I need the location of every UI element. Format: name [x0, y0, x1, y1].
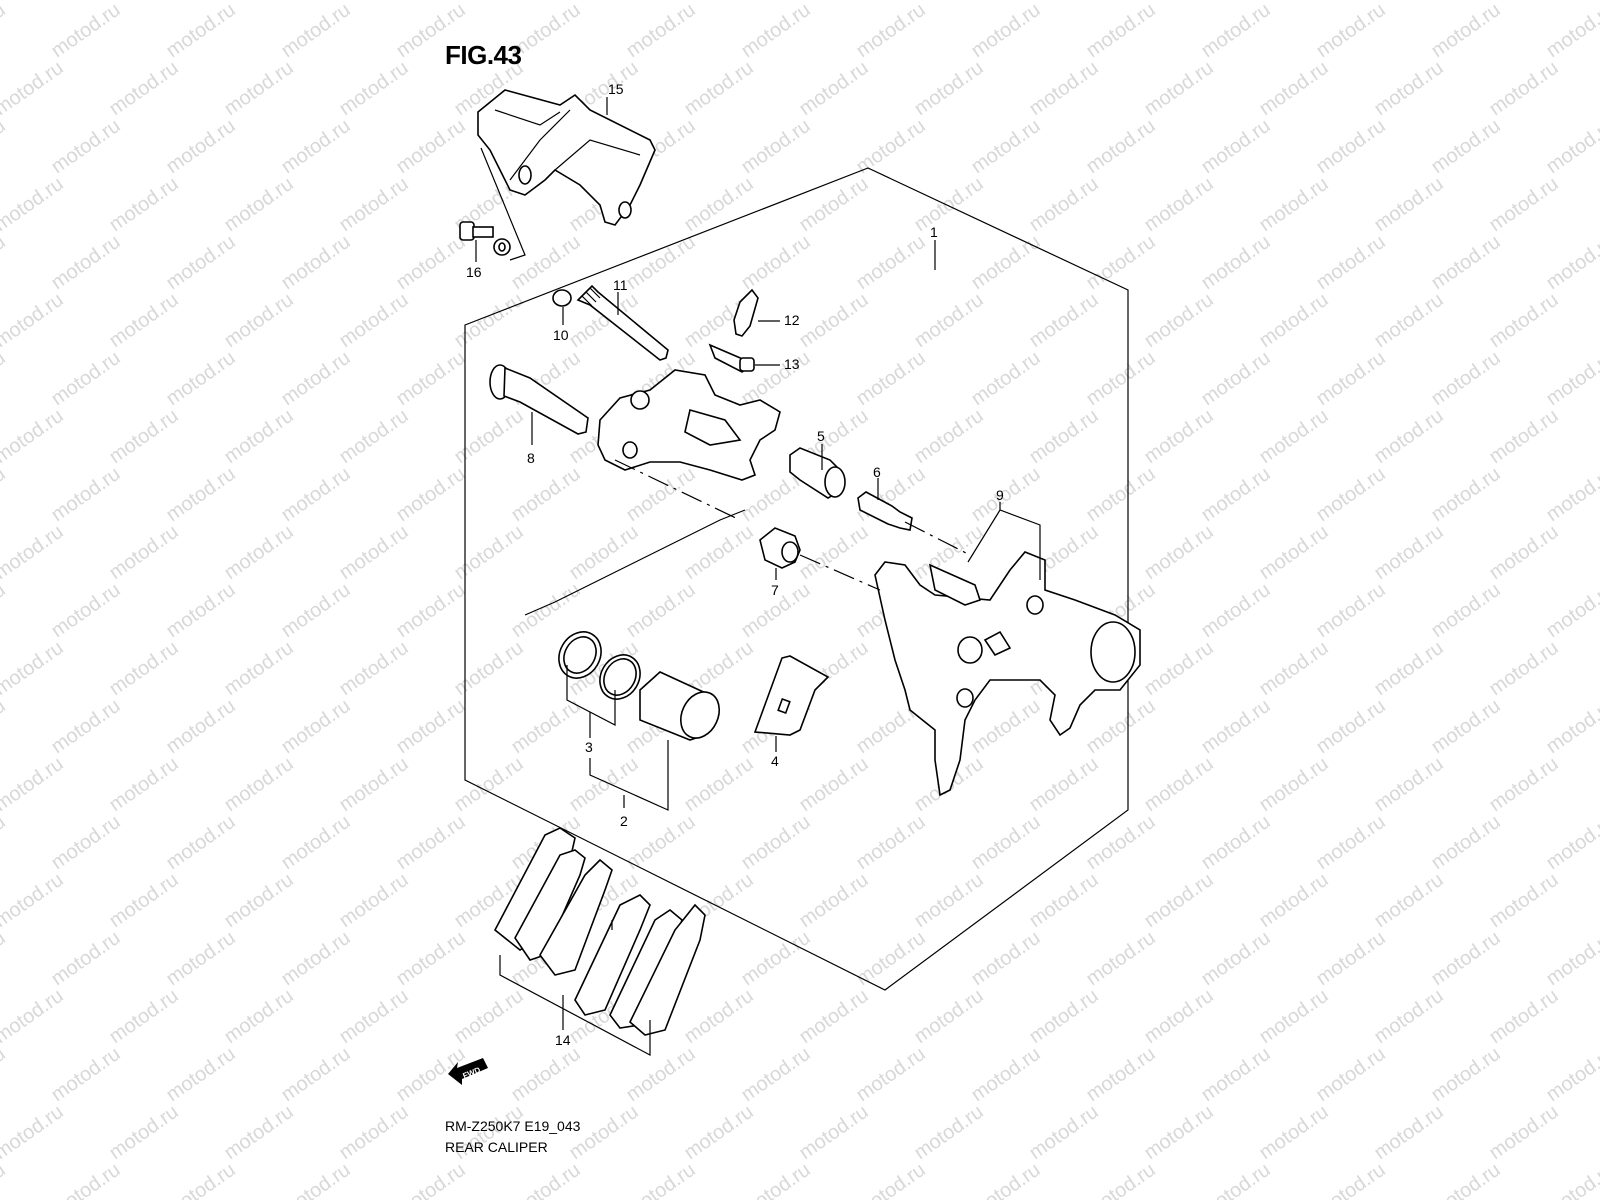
callout-5: 5: [817, 428, 825, 444]
part-15-guard: [477, 89, 656, 261]
part-9-bracket: [874, 551, 1141, 797]
callout-7: 7: [771, 582, 779, 598]
callout-9: 9: [996, 487, 1004, 503]
part-16-bolt: [459, 221, 511, 256]
callout-6: 6: [873, 464, 881, 480]
assembly-outline: [464, 167, 1129, 991]
model-code: RM-Z250K7 E19_043: [445, 1118, 581, 1134]
part-7-boot: [759, 527, 801, 569]
assembly-axes: [524, 459, 971, 616]
fwd-arrow-icon: FWD: [448, 1058, 488, 1085]
callout-10: 10: [553, 327, 569, 343]
part-3-seals: [558, 631, 641, 700]
part-12-bleeder: [733, 288, 759, 337]
callout-12: 12: [784, 312, 800, 328]
callout-3: 3: [585, 739, 593, 755]
part-13-cap: [708, 343, 755, 373]
callout-11: 11: [613, 277, 628, 293]
part-10-plug: [552, 289, 572, 307]
part-5-bushing: [789, 447, 846, 499]
callout-16: 16: [466, 264, 482, 280]
caliper-body: [597, 369, 781, 481]
callout-14: 14: [555, 1032, 571, 1048]
assembly-name: REAR CALIPER: [445, 1139, 548, 1155]
callout-2: 2: [620, 813, 628, 829]
part-14-pads: [493, 827, 706, 1036]
part-11-pad-pin: [576, 284, 669, 361]
callout-1: 1: [930, 224, 938, 240]
figure-title: FIG.43: [445, 40, 522, 70]
part-6-pin: [857, 491, 913, 531]
callout-13: 13: [784, 356, 800, 372]
callout-4: 4: [771, 753, 779, 769]
leader-lines: [475, 97, 1041, 1056]
part-4-pad-spring: [753, 655, 830, 736]
callout-15: 15: [608, 81, 624, 97]
part-2-piston: [639, 671, 721, 741]
callout-8: 8: [527, 450, 535, 466]
part-8-slide-pin: [489, 364, 589, 435]
